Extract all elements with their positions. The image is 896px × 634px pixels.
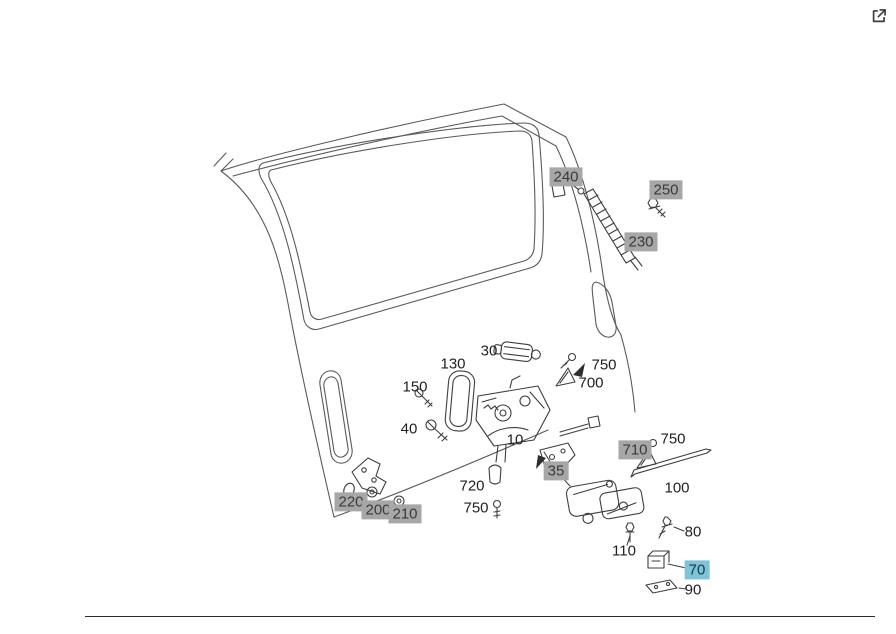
footer-divider xyxy=(85,616,875,617)
part-label-130[interactable]: 130 xyxy=(440,355,466,373)
part-label-70[interactable]: 70 xyxy=(684,560,710,580)
part-label-200[interactable]: 200 xyxy=(361,500,395,520)
part-label-10[interactable]: 10 xyxy=(506,431,524,449)
part-label-210[interactable]: 210 xyxy=(388,504,422,524)
part-label-250[interactable]: 250 xyxy=(649,180,683,200)
part-label-230[interactable]: 230 xyxy=(624,232,658,252)
part-label-220[interactable]: 220 xyxy=(334,492,368,512)
part-label-100[interactable]: 100 xyxy=(664,479,690,497)
part-label-80[interactable]: 80 xyxy=(684,523,702,541)
part-label-240[interactable]: 240 xyxy=(549,167,583,187)
part-label-710[interactable]: 710 xyxy=(618,440,652,460)
part-label-750-1[interactable]: 750 xyxy=(591,356,617,374)
part-label-700[interactable]: 700 xyxy=(578,374,604,392)
part-label-720[interactable]: 720 xyxy=(459,477,485,495)
external-link-icon[interactable] xyxy=(868,5,890,27)
part-label-150[interactable]: 150 xyxy=(402,378,428,396)
part-label-90[interactable]: 90 xyxy=(684,581,702,599)
part-label-750-2[interactable]: 750 xyxy=(660,430,686,448)
direction-arrows xyxy=(536,363,585,469)
part-label-35[interactable]: 35 xyxy=(543,461,569,481)
part-label-30[interactable]: 30 xyxy=(480,342,498,360)
part-label-750-3[interactable]: 750 xyxy=(463,499,489,517)
part-label-110[interactable]: 110 xyxy=(612,542,636,560)
part-label-40[interactable]: 40 xyxy=(400,420,418,438)
